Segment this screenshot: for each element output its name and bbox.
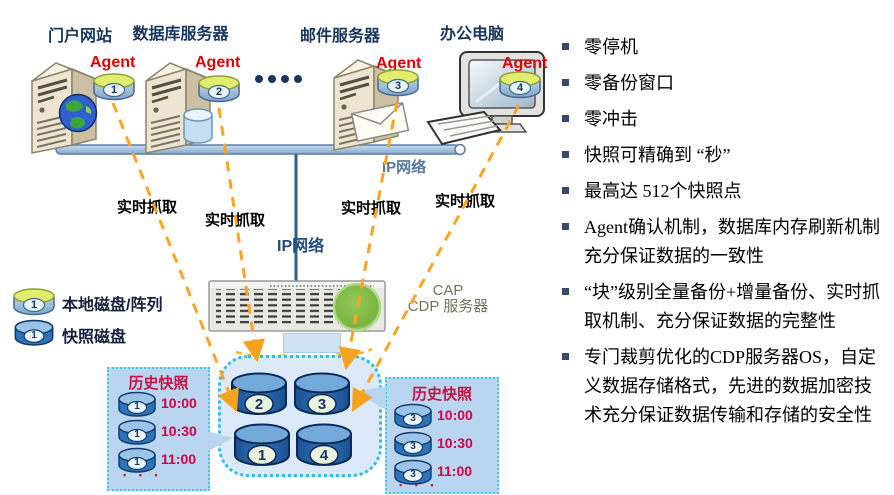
local-disk-icon: 1 bbox=[92, 72, 136, 102]
bullet-square-icon bbox=[562, 115, 569, 122]
disk-number: 3 bbox=[410, 469, 416, 480]
feature-text: 零冲击 bbox=[584, 109, 638, 129]
feature-list: 零停机 零备份窗口 零冲击 快照可精确到 “秒” 最高达 512个快照点 Age… bbox=[556, 33, 888, 437]
snapshot-disk-icon: 3 bbox=[393, 403, 433, 430]
bullet-square-icon bbox=[562, 223, 569, 230]
history-right-pointer bbox=[356, 386, 386, 410]
feature-item: 快照可精确到 “秒” bbox=[556, 141, 888, 170]
feature-item: 零停机 bbox=[556, 33, 888, 62]
history-snapshot-box-left: 历史快照 1 10:00 1 10:30 1 11:00 ▪ ▪ ▪ bbox=[107, 367, 210, 491]
snapshot-disk-icon: 3 bbox=[393, 459, 433, 486]
device-title-portal: 门户网站 bbox=[47, 28, 112, 45]
snapshot-disk-icon: 3 bbox=[393, 431, 433, 458]
ip-network-label: IP网络 bbox=[382, 159, 427, 176]
snapshot-time: 11:00 bbox=[437, 463, 473, 479]
local-disk-icon: 2 bbox=[197, 74, 241, 104]
disk-number: 1 bbox=[134, 457, 140, 468]
server-pedestal bbox=[283, 333, 341, 353]
disk-number: 2 bbox=[254, 396, 264, 413]
snapshot-time: 10:00 bbox=[161, 395, 197, 411]
legend-snapshot-disk-icon: 1 bbox=[13, 319, 55, 347]
pool-disk-icon: 1 bbox=[233, 422, 291, 469]
disk-number: 3 bbox=[317, 396, 327, 413]
local-disk-icon: 3 bbox=[376, 68, 420, 98]
disk-number: 1 bbox=[110, 84, 118, 96]
history-snapshot-box-right: 历史快照 3 10:00 3 10:30 3 11:00 ▪ ▪ ▪ bbox=[385, 377, 499, 494]
disk-number: 1 bbox=[257, 447, 267, 464]
disk-number: 3 bbox=[410, 413, 416, 424]
feature-text: Agent确认机制，数据库内存刷新机制充分保证数据的一致性 bbox=[584, 217, 880, 266]
snapshot-disk-icon: 1 bbox=[117, 419, 157, 446]
snapshot-time: 10:30 bbox=[437, 435, 473, 451]
pedestal-dash-right bbox=[335, 347, 373, 356]
disk-number: 1 bbox=[30, 299, 38, 311]
bullet-square-icon bbox=[562, 288, 569, 295]
bullet-square-icon bbox=[562, 79, 569, 86]
database-cylinder-icon bbox=[183, 108, 213, 144]
bullet-square-icon bbox=[562, 353, 569, 360]
envelope-icon bbox=[350, 102, 410, 142]
disk-number: 1 bbox=[134, 429, 140, 440]
snapshot-time: 11:00 bbox=[161, 451, 197, 467]
globe-icon bbox=[58, 93, 98, 133]
pool-disk-icon: 4 bbox=[295, 422, 353, 469]
snapshot-time: 10:00 bbox=[437, 407, 473, 423]
feature-text: “块”级别全量备份+增量备份、实时抓取机制、充分保证数据的完整性 bbox=[584, 282, 881, 331]
disk-number: 4 bbox=[319, 447, 329, 464]
realtime-capture-label: 实时抓取 bbox=[341, 200, 402, 217]
feature-item: “块”级别全量备份+增量备份、实时抓取机制、充分保证数据的完整性 bbox=[556, 278, 888, 336]
ip-network-trunk-label: IP网络 bbox=[277, 238, 325, 255]
bullet-square-icon bbox=[562, 151, 569, 158]
snapshot-disk-icon: 1 bbox=[117, 391, 157, 418]
cdp-server-name-line2: CDP 服务器 bbox=[407, 298, 489, 315]
pool-disk-icon: 3 bbox=[293, 371, 351, 418]
more-snapshots-ellipsis: ▪ ▪ ▪ bbox=[123, 470, 163, 480]
agent-label: Agent bbox=[90, 54, 136, 71]
feature-text: 零停机 bbox=[584, 37, 638, 57]
disk-number: 3 bbox=[394, 80, 402, 92]
pool-disk-icon: 2 bbox=[230, 371, 288, 418]
disk-number: 2 bbox=[215, 86, 223, 98]
history-title: 历史快照 bbox=[411, 386, 472, 403]
legend-local-disk-icon: 1 bbox=[12, 287, 56, 317]
more-servers-ellipsis bbox=[255, 75, 302, 83]
cdp-server-appliance bbox=[208, 280, 386, 332]
more-snapshots-ellipsis: ▪ ▪ ▪ bbox=[399, 480, 439, 490]
disk-number: 4 bbox=[516, 82, 524, 94]
agent-label: Agent bbox=[502, 55, 548, 72]
feature-text: 最高达 512个快照点 bbox=[584, 181, 742, 201]
agent-label: Agent bbox=[376, 55, 422, 72]
legend-local-disk-label: 本地磁盘/阵列 bbox=[62, 297, 163, 314]
history-title: 历史快照 bbox=[128, 375, 189, 392]
feature-text: 专门裁剪优化的CDP服务器OS，自定义数据存储格式，先进的数据加密技术充分保证数… bbox=[584, 347, 877, 425]
agent-label: Agent bbox=[195, 54, 241, 71]
bullet-square-icon bbox=[562, 187, 569, 194]
local-disk-icon: 4 bbox=[498, 70, 542, 100]
feature-item: 专门裁剪优化的CDP服务器OS，自定义数据存储格式，先进的数据加密技术充分保证数… bbox=[556, 343, 888, 430]
feature-item: 零备份窗口 bbox=[556, 69, 888, 98]
feature-item: Agent确认机制，数据库内存刷新机制充分保证数据的一致性 bbox=[556, 213, 888, 271]
server-power-button bbox=[332, 282, 382, 332]
device-title-mail: 邮件服务器 bbox=[299, 28, 380, 45]
disk-number: 1 bbox=[134, 401, 140, 412]
legend-snapshot-disk-label: 快照磁盘 bbox=[62, 329, 127, 346]
realtime-capture-label: 实时抓取 bbox=[117, 199, 178, 216]
feature-text: 快照可精确到 “秒” bbox=[584, 145, 731, 165]
cdp-server-label: CAP CDP 服务器 bbox=[390, 283, 506, 315]
feature-item: 最高达 512个快照点 bbox=[556, 177, 888, 206]
snapshot-time: 10:30 bbox=[161, 423, 197, 439]
snapshot-disk-icon: 1 bbox=[117, 447, 157, 474]
feature-item: 零冲击 bbox=[556, 105, 888, 134]
realtime-capture-label: 实时抓取 bbox=[435, 193, 496, 210]
device-title-db: 数据库服务器 bbox=[132, 26, 229, 43]
cdp-server-name-line1: CAP bbox=[432, 282, 464, 299]
realtime-capture-label: 实时抓取 bbox=[205, 212, 266, 229]
history-left-pointer bbox=[203, 430, 233, 454]
disk-number: 3 bbox=[410, 441, 416, 452]
bullet-square-icon bbox=[562, 43, 569, 50]
disk-number: 1 bbox=[31, 330, 37, 341]
feature-text: 零备份窗口 bbox=[584, 73, 674, 93]
device-title-pc: 办公电脑 bbox=[439, 26, 504, 43]
